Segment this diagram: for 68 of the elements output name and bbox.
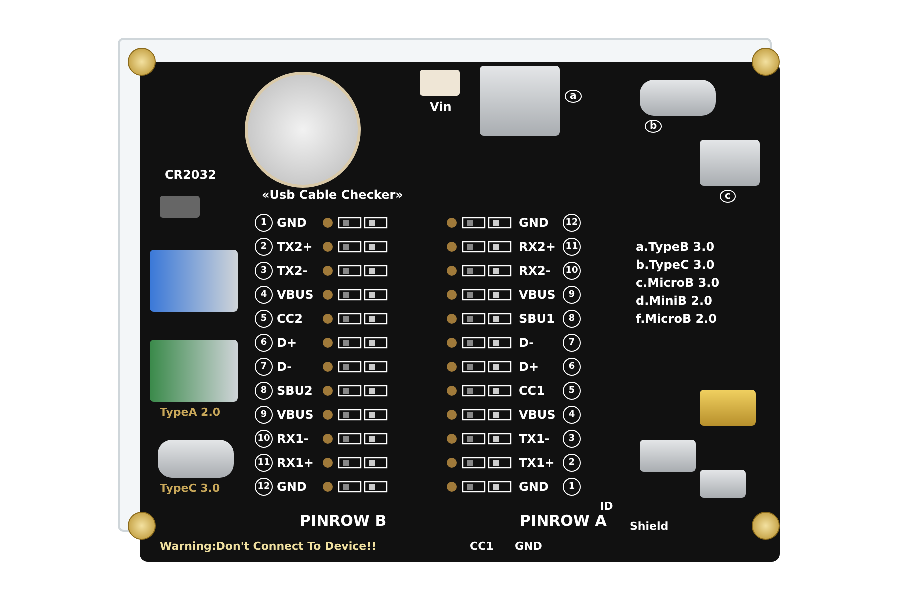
pin-label: RX1- xyxy=(277,432,310,446)
pin-label: GND xyxy=(519,480,550,494)
pin-label: GND xyxy=(519,216,550,230)
pin-label: TX2- xyxy=(277,264,309,278)
pin-label: RX2+ xyxy=(519,240,557,254)
pin-label: GND xyxy=(277,216,308,230)
pin-label: VBUS xyxy=(519,288,557,302)
pin-number: 5 xyxy=(255,310,273,328)
pin-number: 3 xyxy=(563,430,581,448)
pin-label: GND xyxy=(515,540,542,553)
pin-label: D+ xyxy=(277,336,298,350)
pin-label: TX2+ xyxy=(277,240,314,254)
pin-number: 5 xyxy=(563,382,581,400)
warning-text: Warning:Don't Connect To Device!! xyxy=(160,540,377,553)
port-legend-text: d.MiniB 2.0 xyxy=(636,294,712,308)
row-title: PINROW A xyxy=(520,512,607,530)
pin-number: 12 xyxy=(563,214,581,232)
board-title: «Usb Cable Checker» xyxy=(262,188,404,202)
pin-number: 1 xyxy=(255,214,273,232)
pin-label: SBU2 xyxy=(277,384,314,398)
pin-label: D- xyxy=(277,360,294,374)
pin-number: 8 xyxy=(563,310,581,328)
pin-number: 4 xyxy=(563,406,581,424)
pin-label: CC1 xyxy=(519,384,546,398)
pin-number: 2 xyxy=(255,238,273,256)
pin-label: GND xyxy=(277,480,308,494)
pin-number: 4 xyxy=(255,286,273,304)
port-label: Vin xyxy=(430,100,452,114)
pin-number: 7 xyxy=(255,358,273,376)
pin-number: 10 xyxy=(563,262,581,280)
port-legend-text: b.TypeC 3.0 xyxy=(636,258,715,272)
pin-number: 9 xyxy=(255,406,273,424)
pin-label: CC2 xyxy=(277,312,304,326)
pin-number: 7 xyxy=(563,334,581,352)
pin-label: D- xyxy=(519,336,536,350)
pin-label: VBUS xyxy=(519,408,557,422)
port-label: TypeA 2.0 xyxy=(160,406,221,419)
pin-number: 9 xyxy=(563,286,581,304)
pin-label: RX2- xyxy=(519,264,552,278)
row-title: PINROW B xyxy=(300,512,387,530)
pin-label: RX1+ xyxy=(277,456,315,470)
pin-number: 11 xyxy=(563,238,581,256)
pin-number: 2 xyxy=(563,454,581,472)
pin-number: 3 xyxy=(255,262,273,280)
pin-label: D+ xyxy=(519,360,540,374)
port-legend-text: f.MicroB 2.0 xyxy=(636,312,718,326)
pin-number: 11 xyxy=(255,454,273,472)
pin-label: VBUS xyxy=(277,288,315,302)
port-letter: c xyxy=(720,190,736,203)
pin-number: 6 xyxy=(563,358,581,376)
pin-number: 6 xyxy=(255,334,273,352)
port-legend-text: a.TypeB 3.0 xyxy=(636,240,715,254)
pin-number: 1 xyxy=(563,478,581,496)
pin-label: TX1- xyxy=(519,432,551,446)
pin-label: CC1 xyxy=(470,540,494,553)
pin-number: 10 xyxy=(255,430,273,448)
pin-label: VBUS xyxy=(277,408,315,422)
part-label: CR2032 xyxy=(165,168,216,182)
pin-label: Shield xyxy=(630,520,669,533)
pin-number: 8 xyxy=(255,382,273,400)
port-letter: b xyxy=(645,120,662,133)
port-label: TypeC 3.0 xyxy=(160,482,220,495)
pin-label: ID xyxy=(600,500,614,513)
port-legend-text: c.MicroB 3.0 xyxy=(636,276,720,290)
pin-number: 12 xyxy=(255,478,273,496)
port-letter: a xyxy=(565,90,582,103)
pin-label: TX1+ xyxy=(519,456,556,470)
pin-label: SBU1 xyxy=(519,312,556,326)
